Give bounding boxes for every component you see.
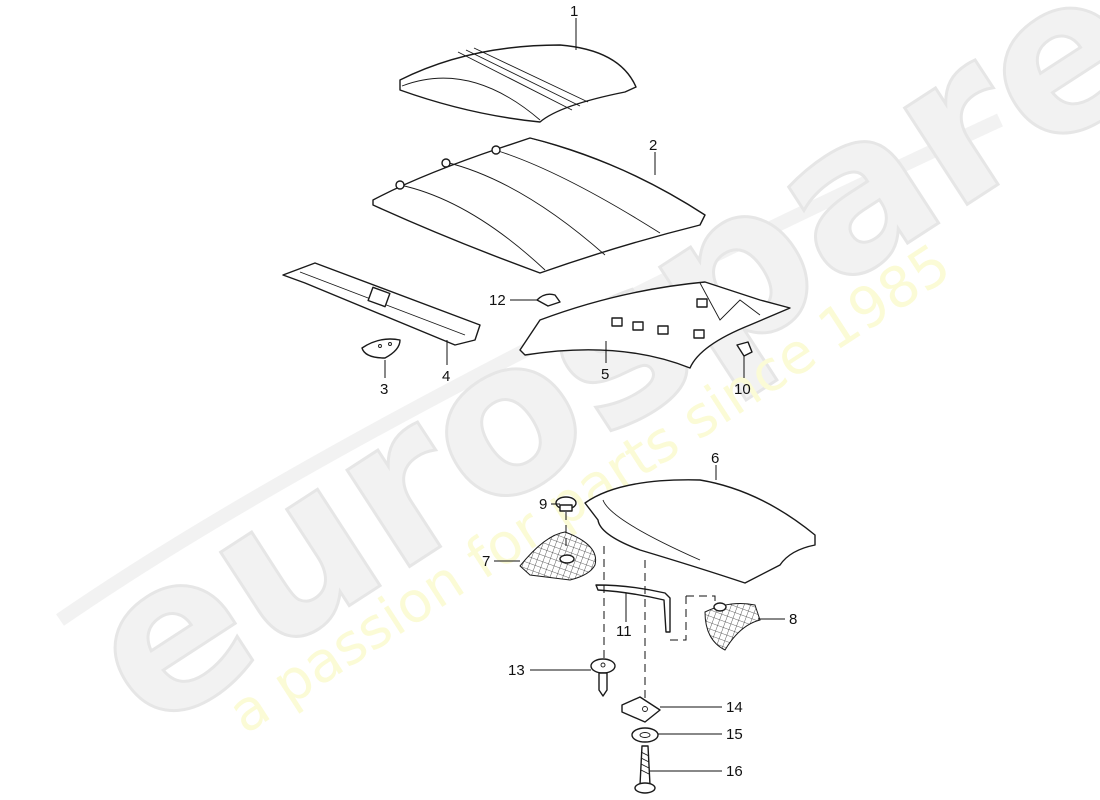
- leader-lines: [384, 18, 785, 772]
- callout-9[interactable]: 9: [539, 496, 547, 513]
- part-8-right-grille[interactable]: [704, 602, 761, 651]
- part-9-cap[interactable]: [555, 496, 577, 512]
- assembly-lines: [565, 512, 716, 700]
- callout-5[interactable]: 5: [601, 366, 609, 383]
- callout-14[interactable]: 14: [726, 699, 743, 716]
- part-10-clip[interactable]: [736, 341, 753, 357]
- callout-12[interactable]: 12: [489, 292, 506, 309]
- part-14-speed-nut[interactable]: [621, 696, 661, 723]
- callout-1[interactable]: 1: [570, 3, 578, 20]
- callout-7[interactable]: 7: [482, 553, 490, 570]
- callout-8[interactable]: 8: [789, 611, 797, 628]
- callout-2[interactable]: 2: [649, 137, 657, 154]
- callout-4[interactable]: 4: [442, 368, 450, 385]
- callouts: 1 2 3 4 5 6 7 8 9 10 11 12 13 14 15 16: [380, 3, 797, 780]
- part-5-rear-trim-panel[interactable]: [519, 281, 791, 369]
- part-16-screw[interactable]: [634, 745, 656, 794]
- callout-15[interactable]: 15: [726, 726, 743, 743]
- callout-6[interactable]: 6: [711, 450, 719, 467]
- part-1-hardtop-shell[interactable]: [399, 44, 637, 123]
- part-4-front-trim-rail[interactable]: [282, 262, 481, 346]
- callout-3[interactable]: 3: [380, 381, 388, 398]
- part-3-cover-plate[interactable]: [361, 338, 401, 359]
- part-15-washer[interactable]: [631, 727, 659, 743]
- watermark-swoosh: [56, 113, 1003, 626]
- watermark: eurospares a passion for parts since 198…: [42, 0, 1100, 778]
- callout-10[interactable]: 10: [734, 381, 751, 398]
- watermark-brand: eurospares: [44, 0, 1100, 777]
- part-7-left-grille[interactable]: [519, 531, 597, 581]
- callout-13[interactable]: 13: [508, 662, 525, 679]
- callout-11[interactable]: 11: [616, 623, 632, 640]
- part-13-expanding-rivet[interactable]: [590, 658, 616, 697]
- part-12-clip[interactable]: [536, 293, 561, 307]
- part-11-bracket[interactable]: [595, 584, 671, 633]
- callout-16[interactable]: 16: [726, 763, 743, 780]
- part-6-headliner[interactable]: [584, 479, 816, 584]
- part-2-hardtop-frame[interactable]: [372, 137, 706, 274]
